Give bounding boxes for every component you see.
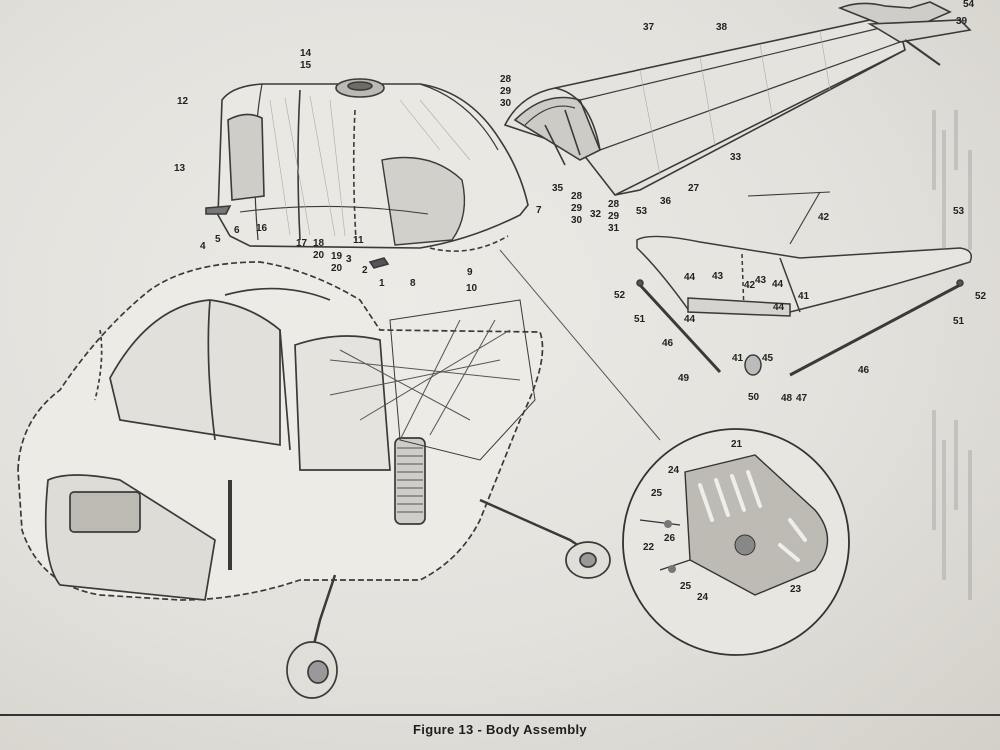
callout-48: 48 — [781, 393, 793, 404]
callout-44: 44 — [684, 272, 696, 283]
callout-53: 53 — [636, 206, 648, 217]
callout-32: 32 — [590, 209, 602, 220]
callout-50: 50 — [748, 392, 760, 403]
callout-41: 41 — [798, 291, 810, 302]
callout-41b: 41 — [732, 353, 744, 364]
callout-54: 54 — [963, 0, 975, 10]
callout-14: 14 — [300, 48, 312, 59]
callout-29: 29 — [500, 86, 512, 97]
callout-47: 47 — [796, 393, 808, 404]
bleed-through-text — [932, 110, 972, 600]
callout-24: 24 — [668, 465, 680, 476]
callout-13: 13 — [174, 163, 186, 174]
callout-24b: 24 — [697, 592, 709, 603]
callout-44d: 44 — [684, 314, 696, 325]
callout-4: 4 — [200, 241, 206, 252]
callout-29b: 29 — [571, 203, 583, 214]
callout-21: 21 — [731, 439, 743, 450]
callout-44b: 44 — [772, 279, 784, 290]
callout-49: 49 — [678, 373, 690, 384]
callout-25: 25 — [651, 488, 663, 499]
caption-rule — [0, 714, 1000, 716]
leader-line-to-inset — [499, 249, 661, 441]
callout-53b: 53 — [953, 206, 965, 217]
callout-22: 22 — [643, 542, 655, 553]
canopy-fairing-drawing — [205, 78, 529, 269]
callout-25b: 25 — [680, 581, 692, 592]
horizontal-stabilizer-drawing — [636, 191, 972, 377]
callout-52b: 52 — [975, 291, 987, 302]
callout-37: 37 — [643, 22, 655, 33]
callout-44c: 44 — [773, 302, 785, 313]
callout-10: 10 — [466, 283, 478, 294]
callout-11: 11 — [353, 235, 364, 246]
callout-45: 45 — [762, 353, 774, 364]
callout-27: 27 — [688, 183, 700, 194]
callout-33: 33 — [730, 152, 742, 163]
callout-51b: 51 — [953, 316, 965, 327]
callout-9: 9 — [467, 267, 473, 278]
callout-35: 35 — [552, 183, 564, 194]
callout-12: 12 — [177, 96, 189, 107]
callout-16: 16 — [256, 223, 268, 234]
callout-30: 30 — [500, 98, 512, 109]
figure-caption: Figure 13 - Body Assembly — [413, 722, 587, 737]
callout-18: 18 — [313, 238, 325, 249]
callout-39: 39 — [956, 16, 968, 27]
callout-36: 36 — [660, 196, 672, 207]
callout-20: 20 — [313, 250, 325, 261]
callout-51: 51 — [634, 314, 646, 325]
callout-2: 2 — [362, 265, 368, 276]
callout-28c: 28 — [608, 199, 620, 210]
callout-5: 5 — [215, 234, 221, 245]
callout-31: 31 — [608, 223, 620, 234]
callout-1: 1 — [379, 278, 385, 289]
callout-43b: 43 — [755, 275, 767, 286]
callout-46b: 46 — [858, 365, 870, 376]
callout-20b: 20 — [331, 263, 343, 274]
callout-8: 8 — [410, 278, 416, 289]
callout-15: 15 — [300, 60, 312, 71]
callout-28b: 28 — [571, 191, 583, 202]
callout-30b: 30 — [571, 215, 583, 226]
tail-boom-cover-drawing — [503, 1, 972, 196]
callout-29c: 29 — [608, 211, 620, 222]
callout-23: 23 — [790, 584, 802, 595]
callout-38: 38 — [716, 22, 728, 33]
callout-43: 43 — [712, 271, 724, 282]
callout-26: 26 — [664, 533, 676, 544]
callout-3: 3 — [346, 254, 352, 265]
helicopter-fuselage-drawing — [17, 261, 611, 699]
callout-19: 19 — [331, 251, 343, 262]
callout-46: 46 — [662, 338, 674, 349]
callout-6: 6 — [234, 225, 240, 236]
callout-28: 28 — [500, 74, 512, 85]
callout-numbers: 1 2 3 4 5 6 7 8 9 10 11 12 13 14 15 16 1… — [174, 0, 987, 603]
detail-inset-circle — [622, 428, 850, 656]
callout-52: 52 — [614, 290, 626, 301]
callout-42: 42 — [818, 212, 830, 223]
callout-17: 17 — [296, 238, 308, 249]
callout-42b: 42 — [744, 280, 756, 291]
callout-7: 7 — [536, 205, 542, 216]
